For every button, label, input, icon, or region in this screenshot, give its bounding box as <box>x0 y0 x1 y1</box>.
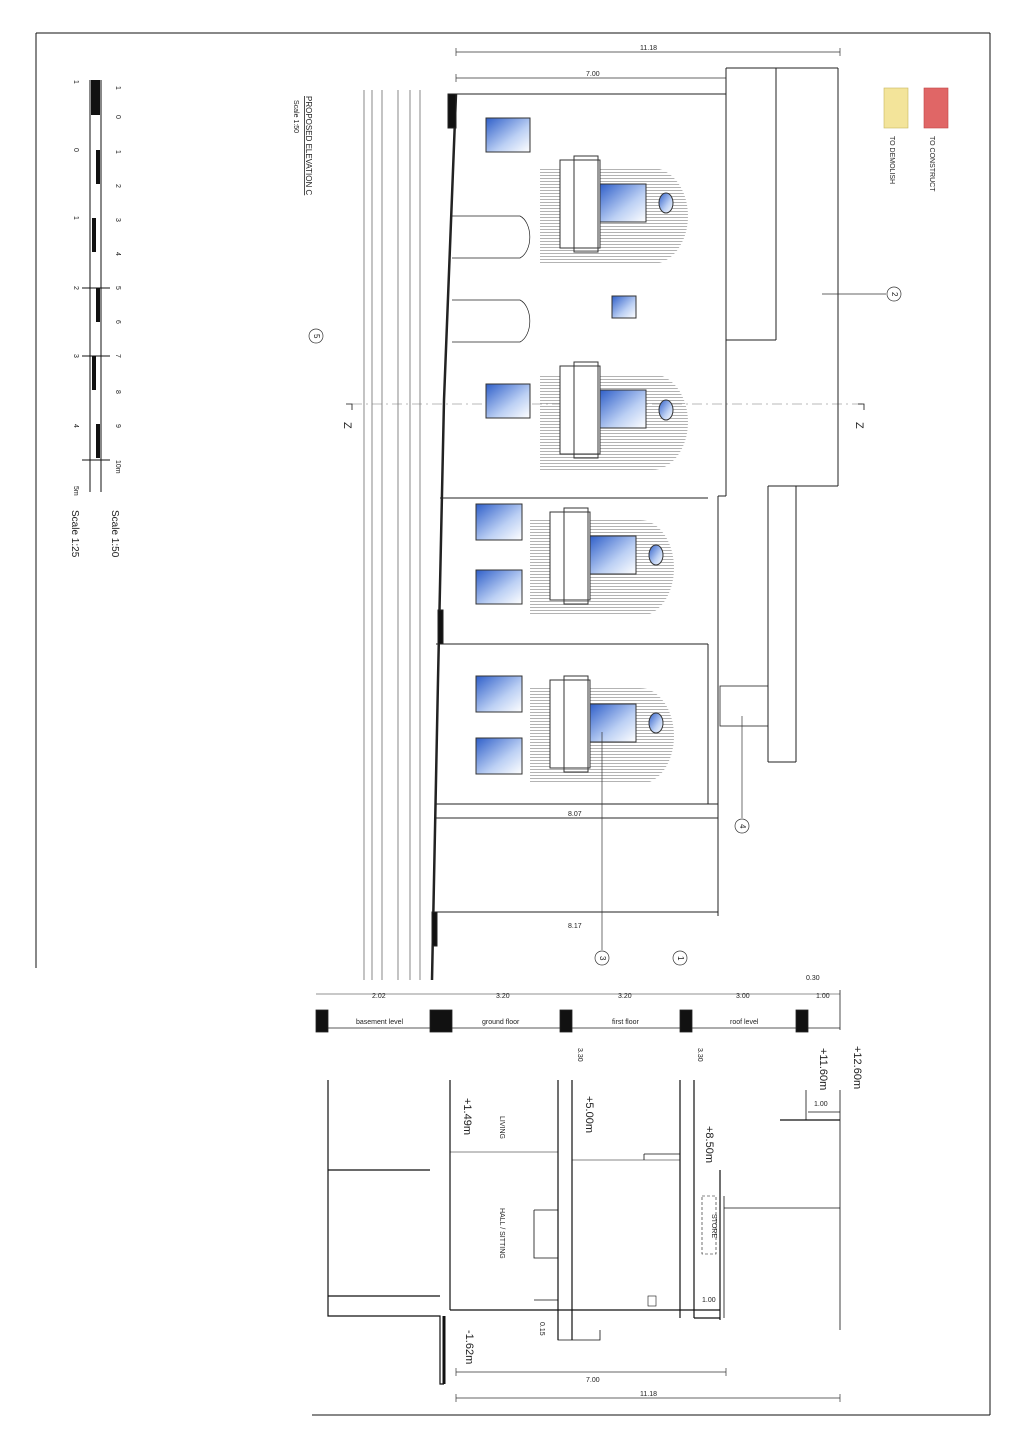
marker-4: 4 <box>738 824 747 829</box>
section-dim: 0.15 <box>538 1322 545 1336</box>
scale-tick-25: 5m <box>72 486 79 496</box>
scale-tick-50: 8 <box>114 390 121 394</box>
window-small-2 <box>485 383 531 419</box>
legend-swatch-construct <box>923 87 949 129</box>
window-small-4a <box>475 675 523 713</box>
section-dim: 1.00 <box>702 1297 716 1304</box>
markers <box>308 286 902 966</box>
building-elevation <box>430 67 839 981</box>
marker-1: 1 <box>676 956 685 961</box>
window-bay-3 <box>530 507 674 616</box>
scale-tick-50: 7 <box>114 354 121 358</box>
drawing-title: PROPOSED ELEVATION C Scale 1:50 <box>292 96 313 196</box>
section-label-right: Z <box>853 422 865 429</box>
level-strip <box>315 990 841 1033</box>
section-height: +8.50m <box>703 1126 715 1163</box>
room-label: HALL / SITTING <box>498 1208 505 1259</box>
scale-tick-50: 0 <box>114 115 121 119</box>
sheet-frame <box>35 32 991 1416</box>
section-height: +1.49m <box>461 1098 473 1135</box>
dim-width-bottom: 7.00 <box>586 1377 600 1384</box>
scale-tick-25: 1 <box>72 80 79 84</box>
room-label: LIVING <box>498 1116 505 1139</box>
scale-bar: 1 0 1 2 3 4 5 6 7 8 9 10m 1 0 1 2 3 4 5m… <box>69 80 121 558</box>
dim-elevation-2: 8.17 <box>568 923 582 930</box>
scale-tick-25: 3 <box>72 354 79 358</box>
section-dim: 3.30 <box>576 1048 583 1062</box>
section-dim: 3.30 <box>696 1048 703 1062</box>
room-label: STORE <box>710 1214 717 1238</box>
window-small-4b <box>475 737 523 775</box>
level-dim: 1.00 <box>816 993 830 1000</box>
road-lines <box>363 90 421 980</box>
marker-2: 2 <box>890 292 899 297</box>
scale-tick-50: 4 <box>114 252 121 256</box>
bottom-dimensions <box>455 1368 841 1402</box>
scale-tick-50: 2 <box>114 184 121 188</box>
section-height: -1.62m <box>463 1330 475 1364</box>
title-scale: Scale 1:50 <box>292 100 299 133</box>
section-height: +5.00m <box>583 1096 595 1133</box>
level-dim: 3.20 <box>496 993 510 1000</box>
scale-tick-25: 0 <box>72 148 79 152</box>
level-label: roof level <box>730 1019 759 1026</box>
scale-tick-50: 5 <box>114 286 121 290</box>
level-label: first floor <box>612 1019 640 1026</box>
legend-swatch-demolish <box>883 87 909 129</box>
window-small-3a <box>475 503 523 541</box>
level-dim: 3.00 <box>736 993 750 1000</box>
scale-50-label: Scale 1:50 <box>109 510 120 558</box>
building-section <box>327 1080 841 1385</box>
window-small-3b <box>475 569 523 605</box>
marker-5: 5 <box>312 334 321 339</box>
level-dim: 2.02 <box>372 993 386 1000</box>
dim-elevation-1: 8.07 <box>568 811 582 818</box>
scale-tick-50: 3 <box>114 218 121 222</box>
section-dim: 1.00 <box>814 1101 828 1108</box>
page-title: PROPOSED ELEVATION C <box>304 96 313 196</box>
section-height: +11.60m <box>817 1048 829 1090</box>
window-small-1 <box>485 117 531 153</box>
dim-width-top: 7.00 <box>586 71 600 78</box>
legend: TO CONSTRUCT TO DEMOLISH <box>883 87 949 192</box>
window-bay-1 <box>540 155 688 264</box>
level-label: basement level <box>356 1019 404 1026</box>
scale-tick-25: 4 <box>72 424 79 428</box>
section-height: +12.60m <box>851 1046 863 1089</box>
section-label-left: Z <box>341 422 353 429</box>
scale-tick-50: 9 <box>114 424 121 428</box>
window-small-center <box>611 295 637 319</box>
scale-tick-50: 1 <box>114 150 121 154</box>
scale-tick-50: 1 <box>114 86 121 90</box>
dim-overall-bottom: 11.18 <box>640 1391 657 1398</box>
legend-label-demolish: TO DEMOLISH <box>888 136 895 184</box>
level-dim: 0.30 <box>806 975 820 982</box>
level-dim: 3.20 <box>618 993 632 1000</box>
window-bay-2 <box>540 361 688 470</box>
scale-tick-50: 6 <box>114 320 121 324</box>
scale-25-label: Scale 1:25 <box>69 510 80 558</box>
legend-label-construct: TO CONSTRUCT <box>928 136 935 192</box>
marker-3: 3 <box>598 956 607 961</box>
scale-tick-25: 2 <box>72 286 79 290</box>
level-label: ground floor <box>482 1019 520 1026</box>
dim-overall-top: 11.18 <box>640 45 657 52</box>
scale-tick-25: 1 <box>72 216 79 220</box>
scale-tick-50: 10m <box>114 460 121 474</box>
top-dimensions <box>455 48 841 82</box>
